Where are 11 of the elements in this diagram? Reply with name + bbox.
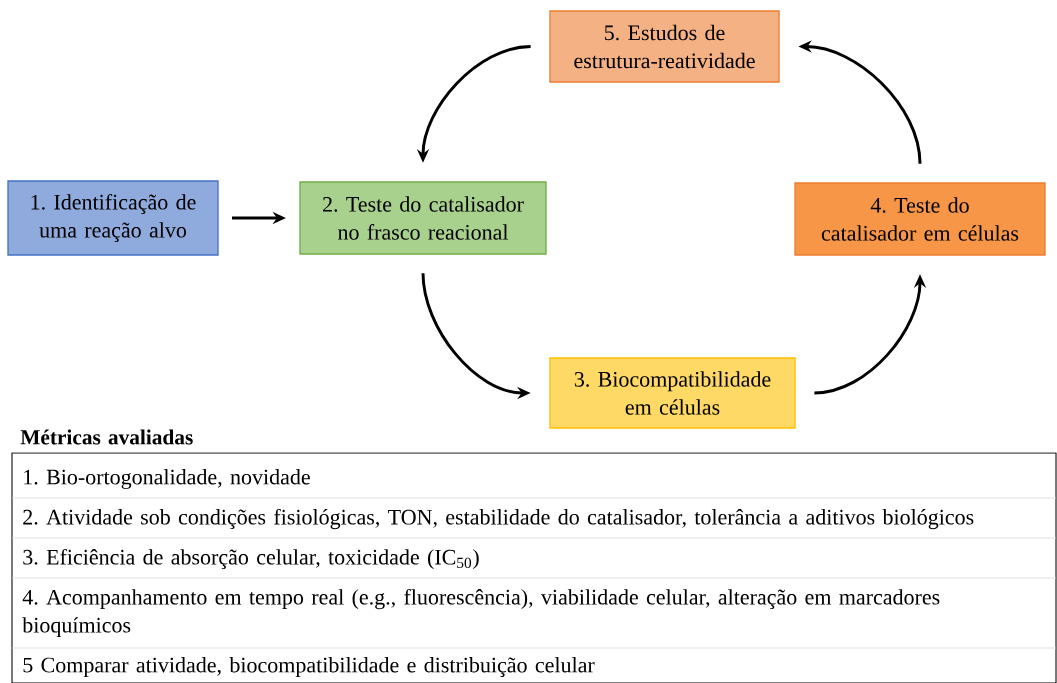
table-row: 4. Acompanhamento em tempo real (e.g., fluorescência), viabilidade celular, alteração em marcadores bioquímicos: [22, 588, 940, 638]
process-box: 5. Estudos de estrutura-reatividade: [549, 10, 780, 83]
table-row: 2. Atividade sob condições fisiológicas, TON, estabilidade do catalisador, tolerância a aditivos biológicos: [23, 508, 974, 530]
process-box: 1. Identificação de uma reação alvo: [7, 180, 219, 256]
process-box: 3. Biocompatibilidade em células: [549, 357, 796, 429]
table-row: 1. Bio-ortogonalidade, novidade: [24, 469, 310, 489]
process-box: 2. Teste do catalisador no frasco reacional: [299, 181, 547, 255]
table-row: 3. Eficiência de absorção celular, toxicidade (IC$_{50}$): [23, 548, 479, 570]
process-box: 4. Teste do catalisador em células: [794, 182, 1046, 256]
section-heading: Métricas avaliadas: [20, 429, 193, 445]
table-row: 5 Comparar atividade, biocompatibilidade e distribuição celular: [23, 657, 595, 677]
